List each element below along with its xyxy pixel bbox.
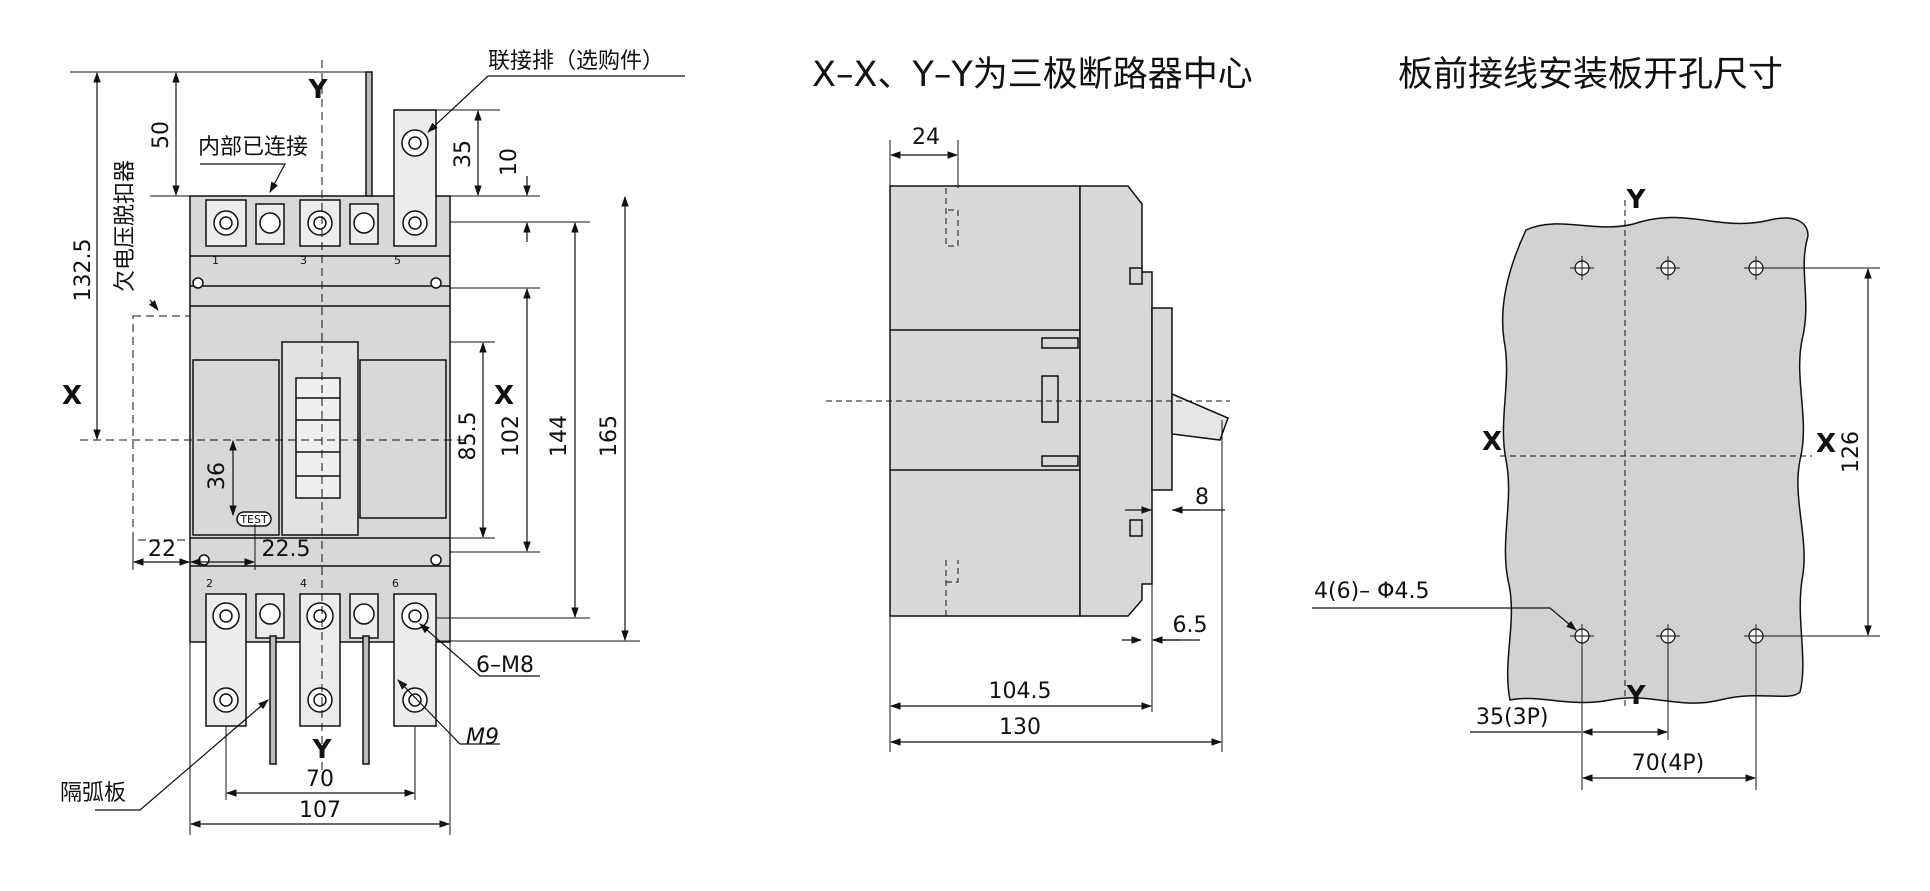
title-right: 板前接线安装板开孔尺寸 <box>1398 55 1784 95</box>
dim-70-4p: 70(4P) <box>1632 751 1704 776</box>
dim-8: 8 <box>1195 485 1209 510</box>
front-view <box>189 71 451 765</box>
dim-24: 24 <box>912 125 940 150</box>
arc-barrier <box>269 635 277 765</box>
terminal-number-4: 4 <box>300 577 307 590</box>
dim-70: 70 <box>306 767 334 792</box>
note-screw-m8: 6–M8 <box>476 653 534 678</box>
front-axis-x-right: X <box>494 381 514 411</box>
terminal-number-2: 2 <box>206 577 213 590</box>
panel-axis-x-left: X <box>1482 427 1502 457</box>
terminal-number-5: 5 <box>394 254 401 267</box>
side-handle-base <box>1151 307 1173 491</box>
dim-22: 22 <box>148 537 176 562</box>
dim-6-5: 6.5 <box>1173 613 1208 638</box>
panel-cutout <box>1501 216 1809 704</box>
dim-126: 126 <box>1839 431 1864 473</box>
side-view-labels: 24 8 6.5 104.5 130 <box>912 125 1209 740</box>
title-center: X–X、Y–Y为三极断路器中心 <box>812 55 1253 95</box>
note-holes: 4(6)– Φ4.5 <box>1314 579 1429 604</box>
dim-144: 144 <box>547 415 572 457</box>
mounting-plate <box>1501 216 1809 704</box>
handle <box>295 377 341 499</box>
terminal-number-1: 1 <box>212 254 219 267</box>
dim-130: 130 <box>999 715 1041 740</box>
front-axis-y-bottom: Y <box>312 735 333 765</box>
dim-107: 107 <box>299 798 341 823</box>
note-screw-m9: M9 <box>466 725 499 750</box>
dim-50: 50 <box>149 121 174 149</box>
panel-axis-x-right: X <box>1816 429 1836 459</box>
front-axis-x-left: X <box>62 381 82 411</box>
panel-axis-y-bottom: Y <box>1626 681 1647 711</box>
top-terminals <box>205 71 437 247</box>
test-button-label: TEST <box>239 513 268 526</box>
note-connection-bar: 联接排（选购件） <box>488 49 664 74</box>
dim-85-5: 85.5 <box>456 412 481 461</box>
dim-132-5: 132.5 <box>71 239 96 302</box>
front-view-labels: Y Y X X 联接排（选购件） 内部已连接 欠电压脱扣器 隔弧板 6–M8 M… <box>60 49 664 823</box>
dim-35: 35 <box>451 140 476 168</box>
note-internal-connection: 内部已连接 <box>198 135 308 160</box>
dim-165: 165 <box>597 415 622 457</box>
dim-36: 36 <box>205 462 230 490</box>
test-button <box>236 511 272 527</box>
dim-10: 10 <box>497 148 522 176</box>
dim-102: 102 <box>499 415 524 457</box>
terminal-number-6: 6 <box>392 577 399 590</box>
dim-104-5: 104.5 <box>989 679 1052 704</box>
panel-cutout-labels: Y Y X X 126 4(6)– Φ4.5 35(3P) 70(4P) <box>1314 185 1864 776</box>
dim-35-3p: 35(3P) <box>1476 705 1548 730</box>
note-arc-barrier: 隔弧板 <box>60 781 126 806</box>
panel-axis-y-top: Y <box>1626 185 1647 215</box>
terminal-number-3: 3 <box>300 254 307 267</box>
note-undervoltage-release: 欠电压脱扣器 <box>113 160 138 292</box>
dim-22-5: 22.5 <box>262 537 311 562</box>
front-axis-y-top: Y <box>308 75 329 105</box>
